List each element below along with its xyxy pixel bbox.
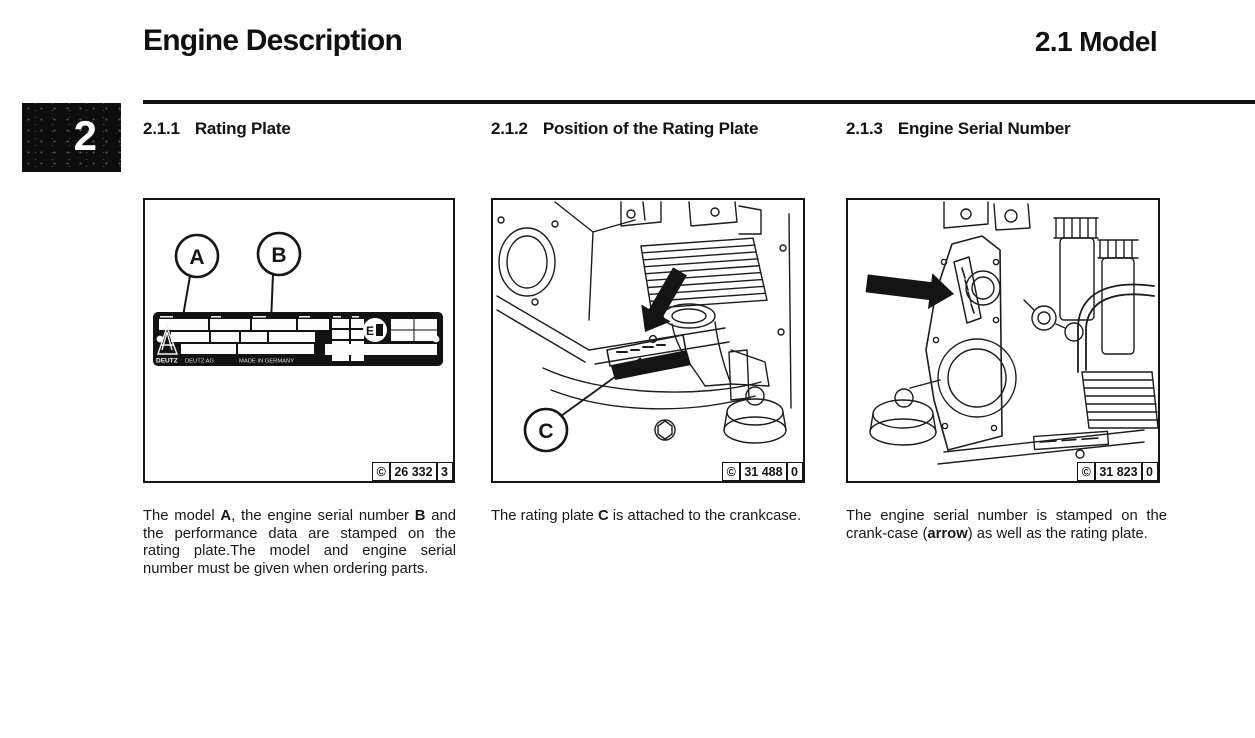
- caption-rating-plate: The model A, the engine serial number B …: [143, 508, 456, 578]
- heading-number: 2.1.1: [143, 119, 180, 138]
- figure-code: 31 823: [1094, 462, 1143, 481]
- caption-plate-position: The rating plate C is attached to the cr…: [491, 508, 805, 526]
- heading-number: 2.1.2: [491, 119, 528, 138]
- caption-text: , the engine serial number: [231, 508, 415, 524]
- caption-text: The rating plate: [491, 508, 598, 524]
- figure-code: 26 332: [389, 462, 438, 481]
- engine-serial-illustration: [865, 201, 1158, 465]
- arrow-icon: [641, 267, 687, 332]
- figure-rating-plate: A B: [143, 198, 455, 483]
- svg-text:A: A: [189, 246, 204, 269]
- figure-number-box: © 31 823 0: [1076, 462, 1158, 481]
- heading-text: Position of the Rating Plate: [542, 119, 759, 138]
- page-title: Engine Description: [143, 24, 403, 57]
- deutz-logo: [157, 324, 179, 355]
- engine-position-illustration: C: [496, 201, 792, 453]
- caption-ref-a: A: [220, 508, 232, 524]
- e-approval-badge: E: [363, 318, 387, 342]
- heading-2-1-2: 2.1.2 Position of the Rating Plate: [491, 119, 758, 139]
- caption-text: and the performance data are stamped on …: [143, 508, 456, 577]
- copyright-icon: ©: [1076, 462, 1096, 481]
- caption-serial-number: The engine serial number is stamped on t…: [846, 508, 1167, 543]
- callout-b: B: [256, 231, 302, 323]
- section-title: 2.1 Model: [1034, 26, 1158, 57]
- heading-text: Rating Plate: [194, 119, 291, 138]
- caption-text: The engine serial number is stamped on t…: [846, 508, 1167, 542]
- svg-text:DEUTZ: DEUTZ: [156, 358, 178, 365]
- header-rule: [143, 100, 1255, 104]
- svg-text:DEUTZ AG: DEUTZ AG: [185, 359, 214, 365]
- heading-number: 2.1.3: [846, 119, 883, 138]
- svg-text:B: B: [271, 244, 286, 267]
- figure-plate-position: C © 31 488 0: [491, 198, 805, 483]
- figure-number-box: © 26 332 3: [371, 462, 453, 481]
- figure-serial-number: © 31 823 0: [846, 198, 1160, 483]
- figure-number-box: © 31 488 0: [721, 462, 803, 481]
- rating-plate-illustration: A B: [153, 231, 443, 366]
- caption-ref-c: C: [597, 508, 609, 524]
- callout-a: A: [174, 233, 220, 323]
- svg-text:C: C: [538, 420, 553, 443]
- caption-ref-arrow: arrow: [927, 525, 968, 542]
- figure-code: 31 488: [739, 462, 788, 481]
- heading-2-1-3: 2.1.3 Engine Serial Number: [846, 119, 1071, 139]
- callout-c: C: [523, 357, 642, 453]
- caption-text: The model: [143, 508, 221, 524]
- figure-revision: 0: [1141, 462, 1158, 481]
- heading-text: Engine Serial Number: [897, 119, 1071, 138]
- figure-revision: 0: [786, 462, 803, 481]
- svg-text:MADE IN GERMANY: MADE IN GERMANY: [239, 359, 294, 365]
- rating-plate-graphic: E DEUTZ DEUTZ AG MADE IN GERMANY: [153, 312, 443, 366]
- caption-text: ) as well as the rating plate.: [967, 525, 1148, 542]
- chapter-tab: 2: [22, 103, 121, 172]
- heading-2-1-1: 2.1.1 Rating Plate: [143, 119, 291, 139]
- figure-revision: 3: [436, 462, 453, 481]
- plate-shadow: [611, 351, 691, 380]
- caption-text: is attached to the crankcase.: [608, 508, 802, 524]
- caption-ref-b: B: [414, 508, 426, 524]
- copyright-icon: ©: [721, 462, 741, 481]
- svg-text:E: E: [366, 324, 374, 338]
- arrow-icon: [865, 273, 954, 309]
- copyright-icon: ©: [371, 462, 391, 481]
